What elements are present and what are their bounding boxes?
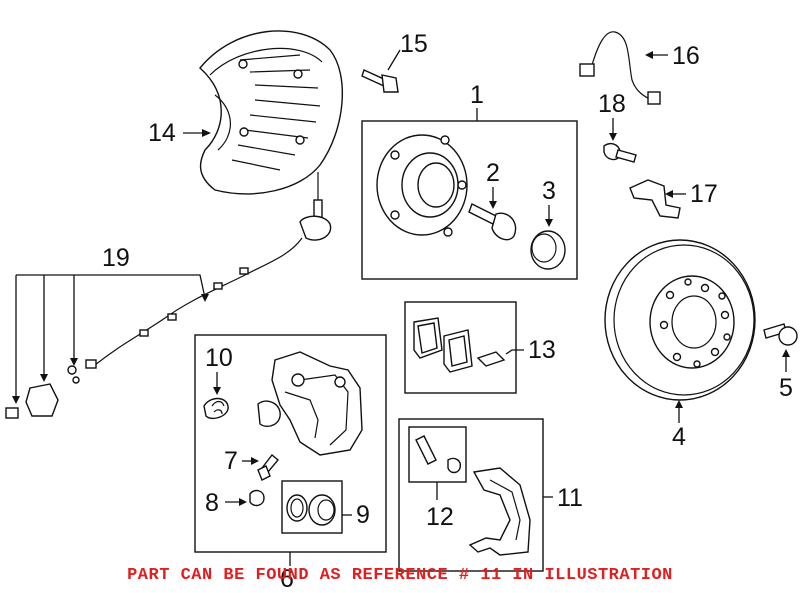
brake-rotor-drawing [604, 239, 756, 401]
callout-7: 7 [224, 447, 259, 475]
callout-18: 18 [598, 90, 626, 141]
splash-shield-drawing [199, 30, 344, 195]
svg-text:19: 19 [102, 244, 130, 272]
reference-note: PART CAN BE FOUND AS REFERENCE # 11 IN I… [127, 566, 673, 585]
svg-text:16: 16 [672, 42, 700, 70]
callout-14: 14 [148, 119, 211, 147]
callout-4: 4 [672, 400, 686, 451]
callout-10: 10 [205, 344, 233, 395]
callout-9: 9 [342, 501, 370, 529]
svg-text:6: 6 [280, 565, 294, 593]
callout-6: 6 [280, 552, 294, 593]
svg-text:9: 9 [356, 501, 370, 529]
bleeder-cap-drawing [249, 489, 265, 507]
callout-3: 3 [542, 177, 556, 227]
caliper-box [194, 334, 387, 553]
svg-text:2: 2 [486, 159, 500, 187]
svg-text:12: 12 [426, 503, 454, 531]
guide-pin-box [408, 426, 467, 483]
piston-seal-box [281, 480, 343, 534]
svg-text:15: 15 [400, 30, 428, 58]
svg-text:18: 18 [598, 90, 626, 118]
bracket-bolt-drawing [603, 142, 637, 163]
svg-text:3: 3 [542, 177, 556, 205]
callout-11: 11 [543, 484, 583, 512]
svg-text:11: 11 [557, 484, 583, 512]
hub-assembly-box [361, 120, 578, 280]
callout-17: 17 [665, 180, 718, 208]
rotor-screw-drawing [763, 323, 798, 346]
shield-bolt-drawing [361, 69, 399, 93]
callout-8: 8 [205, 489, 247, 517]
abs-sensor-drawing [5, 172, 332, 419]
hose-bracket-drawing [629, 179, 681, 219]
callout-12: 12 [426, 482, 454, 531]
svg-text:10: 10 [205, 344, 233, 372]
hub-bolt-drawing [468, 203, 517, 241]
caliper-bracket-box [398, 418, 544, 572]
brake-pads-box [404, 301, 517, 394]
callout-1: 1 [470, 81, 484, 121]
svg-text:1: 1 [470, 81, 484, 109]
bleeder-screw-drawing [257, 453, 279, 481]
callout-5: 5 [779, 349, 793, 402]
svg-text:14: 14 [148, 119, 176, 147]
dust-cap-drawing [530, 230, 566, 270]
callout-13: 13 [505, 336, 556, 364]
brake-hose-drawing [579, 31, 661, 105]
callout-2: 2 [486, 159, 500, 209]
svg-text:5: 5 [779, 374, 793, 402]
callout-19: 19 [12, 244, 209, 404]
svg-text:13: 13 [528, 336, 556, 364]
callout-15: 15 [387, 30, 428, 71]
callout-16: 16 [645, 42, 700, 70]
svg-text:4: 4 [672, 423, 686, 451]
svg-text:8: 8 [205, 489, 219, 517]
svg-text:7: 7 [224, 447, 238, 475]
svg-text:17: 17 [690, 180, 718, 208]
